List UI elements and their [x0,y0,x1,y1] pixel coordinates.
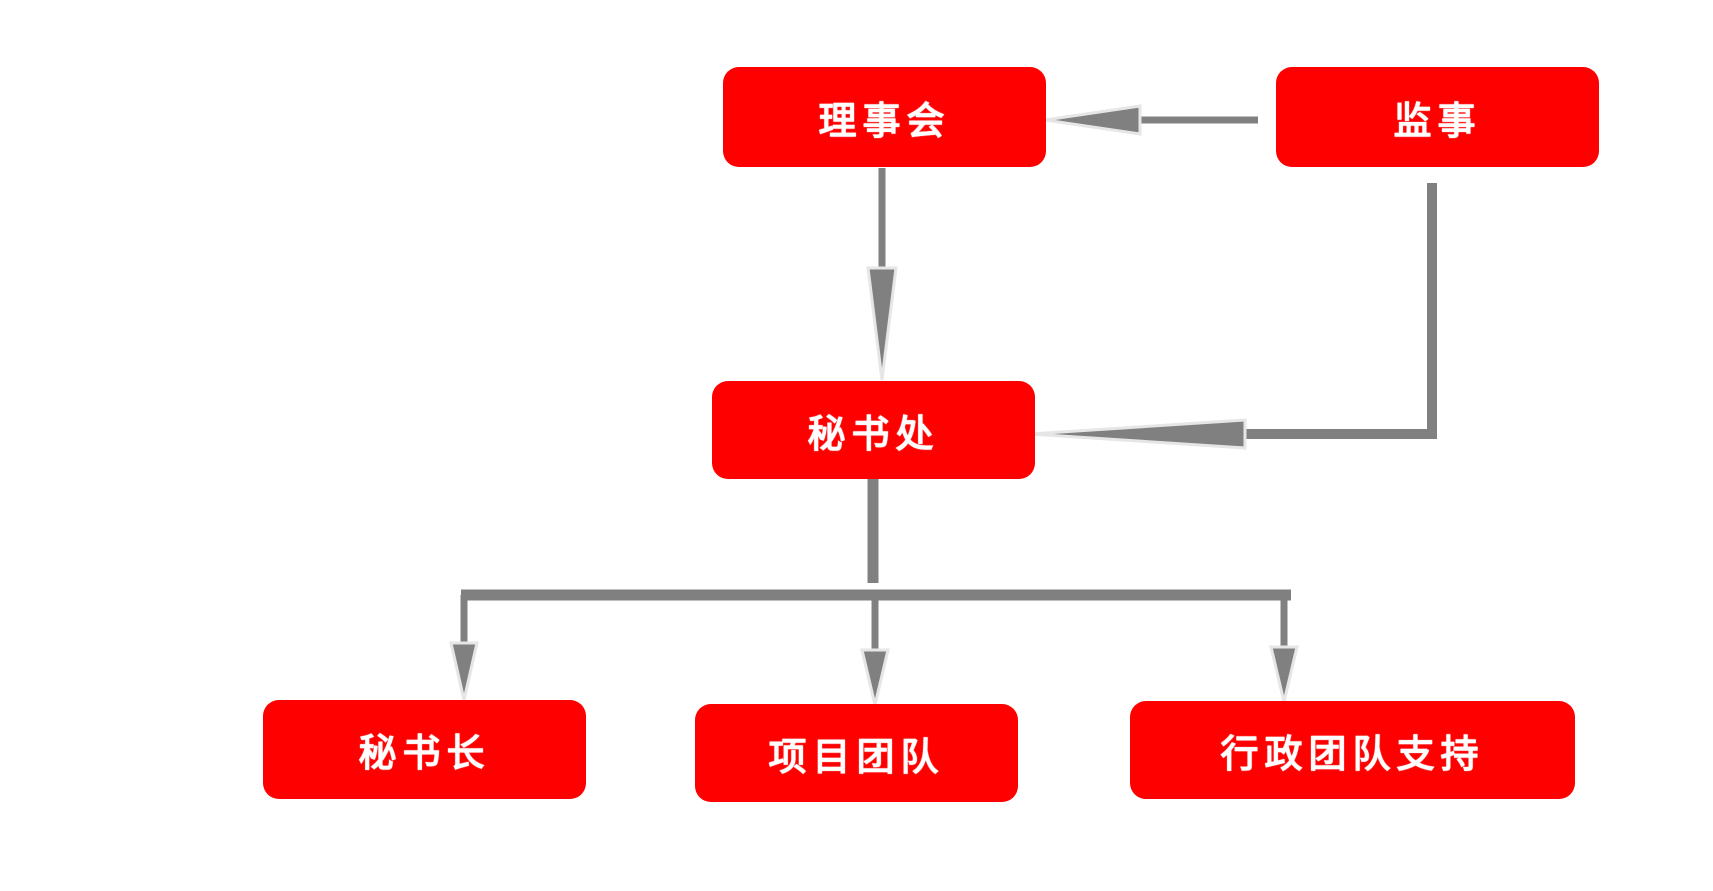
node-admin-support: 行政团队支持 [1130,701,1575,799]
node-secretariat: 秘书处 [712,381,1035,479]
node-supervisor: 监事 [1276,67,1599,167]
arrow-board-to-secretariat [866,168,898,381]
node-project-team: 项目团队 [695,704,1018,802]
arrow-to-secretary-general [449,595,479,701]
node-board: 理事会 [723,67,1046,167]
arrow-supervisor-to-secretariat [1029,183,1437,450]
node-secretary-general: 秘书长 [263,700,586,799]
arrow-to-admin-support [1269,595,1299,703]
arrow-to-project-team [860,600,890,706]
arrow-supervisor-to-board [1044,104,1258,136]
